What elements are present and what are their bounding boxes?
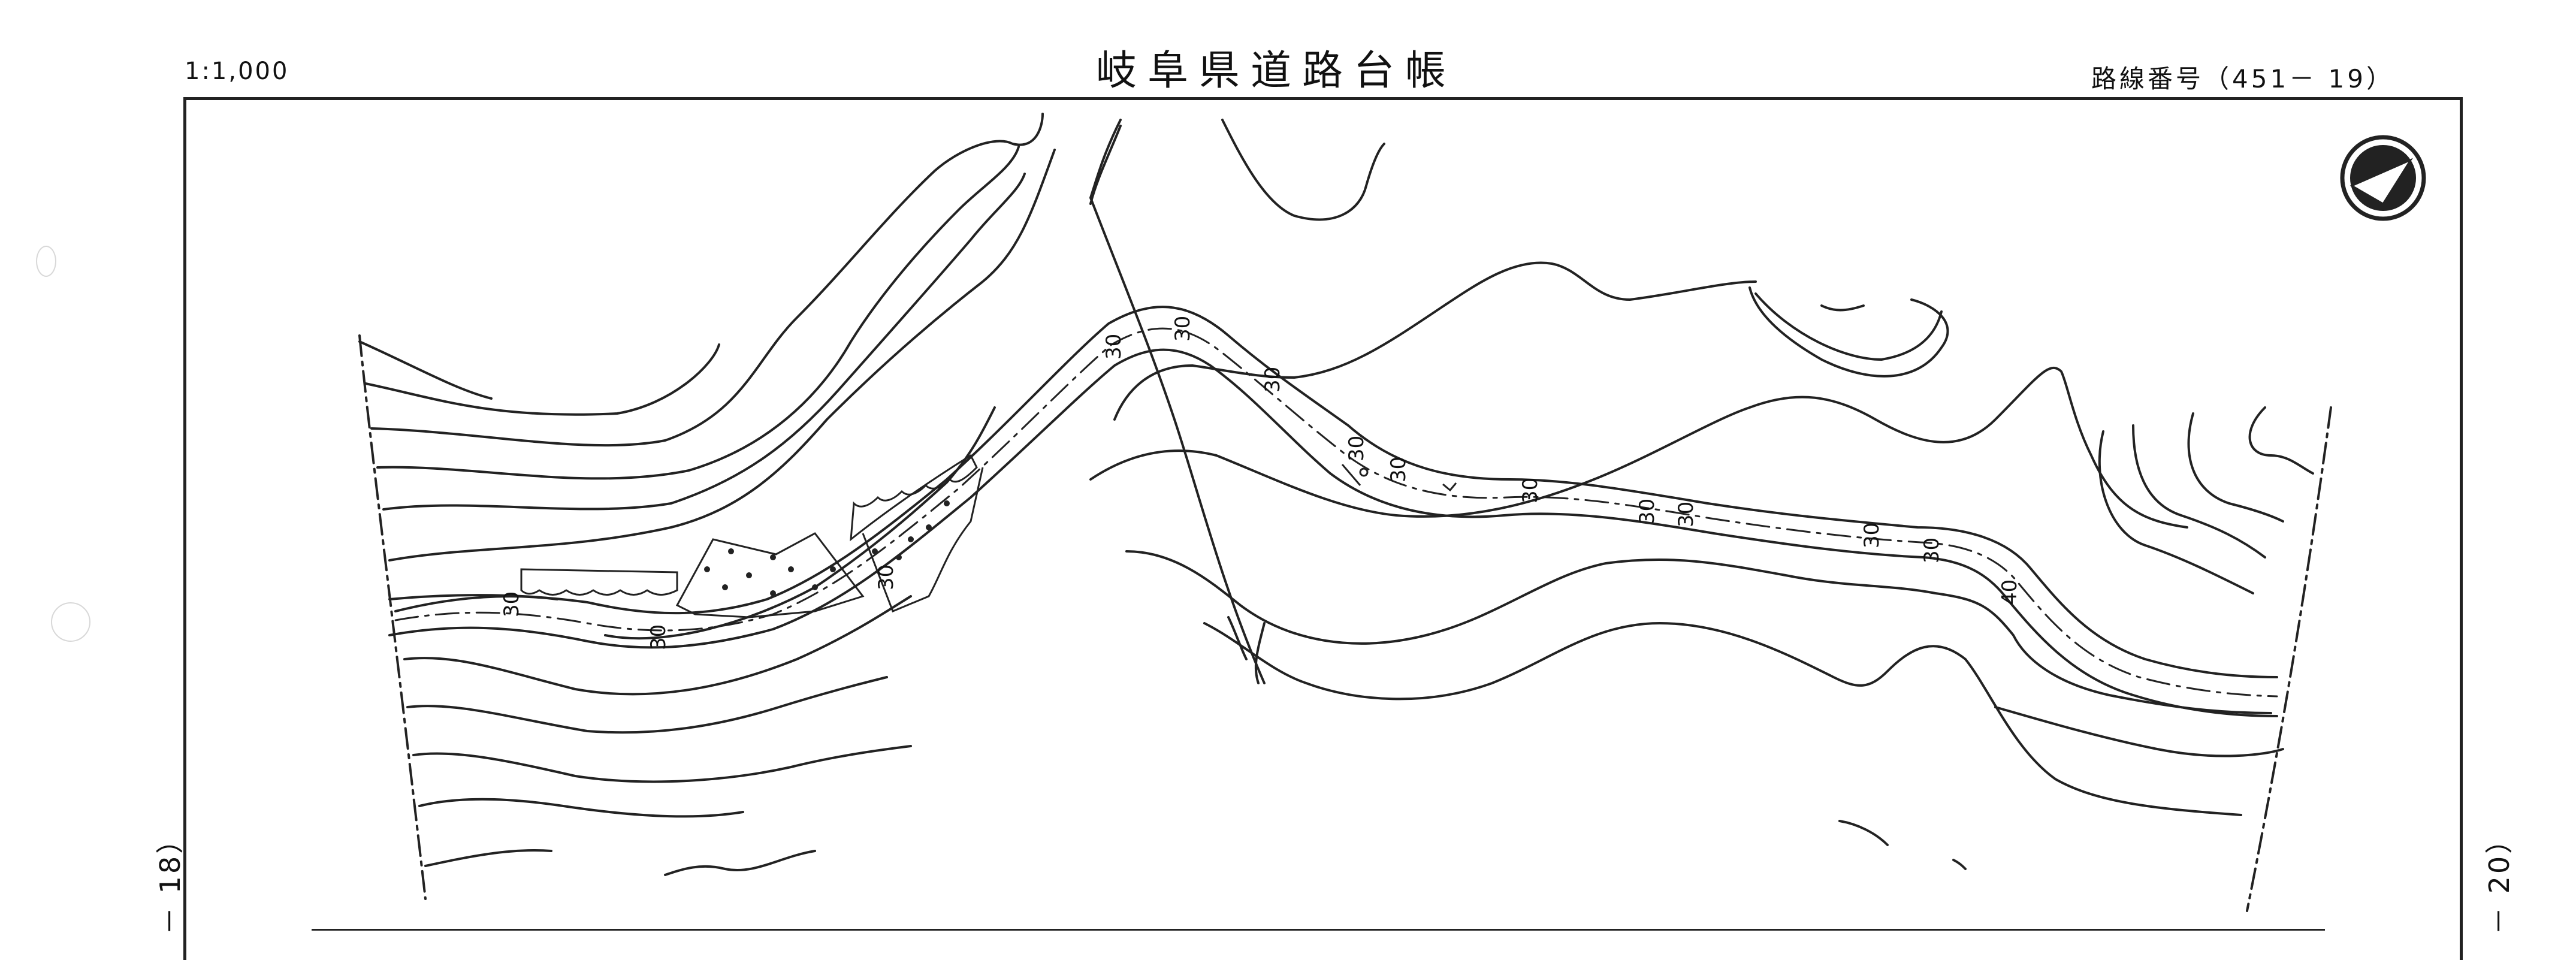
bottom-rule bbox=[312, 929, 2325, 931]
retaining-wall-right bbox=[850, 454, 978, 542]
contour-line bbox=[394, 595, 558, 612]
road-width-label: 30 bbox=[1635, 499, 1659, 524]
contour-line bbox=[1748, 286, 1949, 378]
road-width-label: 40 bbox=[1998, 579, 2022, 605]
contour-line bbox=[1254, 622, 1266, 684]
retaining-wall-left bbox=[520, 568, 678, 596]
slope-area-right bbox=[862, 467, 984, 612]
road-width-label: 30 bbox=[1518, 478, 1542, 503]
road-width-label: 30 bbox=[1102, 334, 1126, 360]
contour-line bbox=[424, 849, 552, 867]
boundary-lines bbox=[358, 334, 2332, 912]
survey-point bbox=[1359, 467, 1369, 477]
contour-line bbox=[1125, 550, 2272, 714]
contour-line bbox=[604, 406, 996, 640]
punch-hole-bottom bbox=[51, 602, 90, 642]
contour-line bbox=[403, 595, 912, 696]
valley-line bbox=[1089, 125, 1122, 205]
fill-area-left bbox=[675, 532, 865, 618]
contour-line bbox=[376, 146, 1020, 480]
contour-line bbox=[2098, 430, 2254, 594]
road-edge-lower bbox=[388, 348, 2278, 717]
contour-line bbox=[2248, 406, 2314, 475]
road-width-labels: 30 30 30 30 30 30 30 30 30 30 30 30 30 4… bbox=[500, 316, 2022, 650]
contour-line bbox=[364, 343, 720, 416]
contour-line bbox=[1820, 304, 1865, 312]
sheet-frame bbox=[183, 97, 2463, 960]
north-arrow-icon bbox=[2340, 135, 2426, 221]
contour-line bbox=[1089, 367, 2188, 529]
fill-dots bbox=[704, 500, 950, 596]
contour-line bbox=[1113, 261, 1757, 421]
contour-line bbox=[2187, 412, 2284, 523]
road-width-label: 30 bbox=[1345, 436, 1369, 461]
contour-lines bbox=[358, 113, 2314, 876]
page-title: 岐阜県道路台帳 bbox=[1095, 47, 1457, 95]
contour-line bbox=[370, 113, 1044, 447]
contour-line bbox=[358, 340, 493, 400]
punch-hole-top bbox=[36, 246, 56, 277]
survey-tick bbox=[1442, 482, 1457, 492]
contour-line bbox=[664, 850, 816, 876]
contour-line bbox=[1227, 616, 1248, 660]
contour-line bbox=[1994, 706, 2284, 757]
road-width-label: 30 bbox=[874, 564, 898, 590]
road-width-label: 30 bbox=[1920, 538, 1944, 563]
road-width-label: 30 bbox=[1387, 457, 1411, 482]
contour-line bbox=[388, 149, 1056, 561]
road-edge-upper bbox=[388, 306, 2278, 678]
road-width-label: 30 bbox=[1261, 367, 1285, 393]
ridge-line bbox=[1089, 119, 1266, 684]
road-width-label: 30 bbox=[1674, 502, 1698, 527]
contour-line bbox=[1838, 820, 1889, 846]
contour-line bbox=[2132, 424, 2266, 559]
scale-label: 1:1,000 bbox=[185, 58, 289, 85]
contour-line bbox=[418, 798, 744, 818]
contour-line bbox=[406, 676, 888, 734]
road-width-label: 30 bbox=[1171, 316, 1195, 342]
contour-line bbox=[1754, 292, 1943, 361]
contour-line bbox=[1203, 622, 2242, 816]
survey-tick bbox=[1341, 464, 1361, 486]
route-boundary-left bbox=[358, 334, 427, 900]
contour-line bbox=[1952, 859, 1967, 870]
survey-markers bbox=[1341, 464, 1457, 492]
road-width-label: 30 bbox=[500, 591, 524, 617]
contour-line bbox=[412, 745, 912, 783]
road-width-label: 30 bbox=[647, 624, 671, 650]
road-width-label: 30 bbox=[1860, 523, 1884, 548]
embankment-areas bbox=[520, 454, 984, 618]
route-number: 路線番号（451－ 19） bbox=[2091, 64, 2394, 93]
contour-line bbox=[1221, 119, 1385, 221]
route-boundary-right bbox=[2246, 406, 2332, 912]
contour-line bbox=[382, 173, 1026, 511]
